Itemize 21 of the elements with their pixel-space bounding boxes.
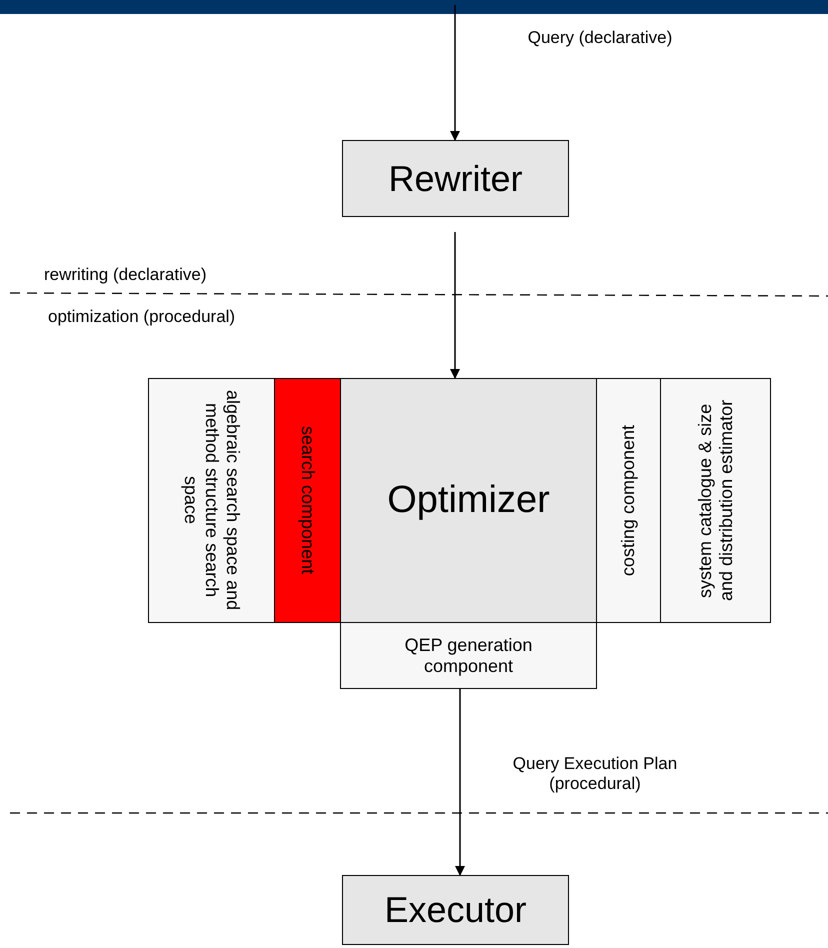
arrow bbox=[450, 5, 460, 141]
component-box bbox=[340, 622, 597, 689]
process-box bbox=[342, 875, 569, 945]
component-box bbox=[660, 378, 771, 623]
component-box bbox=[148, 378, 275, 623]
box-text: algebraic search space and method structure search space bbox=[180, 389, 243, 613]
box-title: Rewriter bbox=[388, 158, 522, 200]
arrow bbox=[455, 689, 465, 876]
zone-label: optimization (procedural) bbox=[48, 307, 236, 327]
box-text: system catalogue & size and distribution estimator bbox=[694, 398, 736, 604]
component-box bbox=[596, 378, 661, 623]
component-box bbox=[274, 378, 341, 623]
box-title: Executor bbox=[384, 889, 527, 931]
arrow bbox=[450, 232, 460, 379]
zone-label: rewriting (declarative) bbox=[44, 265, 206, 285]
box-text: costing component bbox=[618, 424, 639, 576]
box-text: search component bbox=[297, 426, 318, 575]
box-title: Optimizer bbox=[387, 479, 550, 522]
box-text: QEP generation component bbox=[404, 634, 534, 676]
process-box bbox=[342, 140, 569, 217]
process-box bbox=[340, 378, 597, 623]
